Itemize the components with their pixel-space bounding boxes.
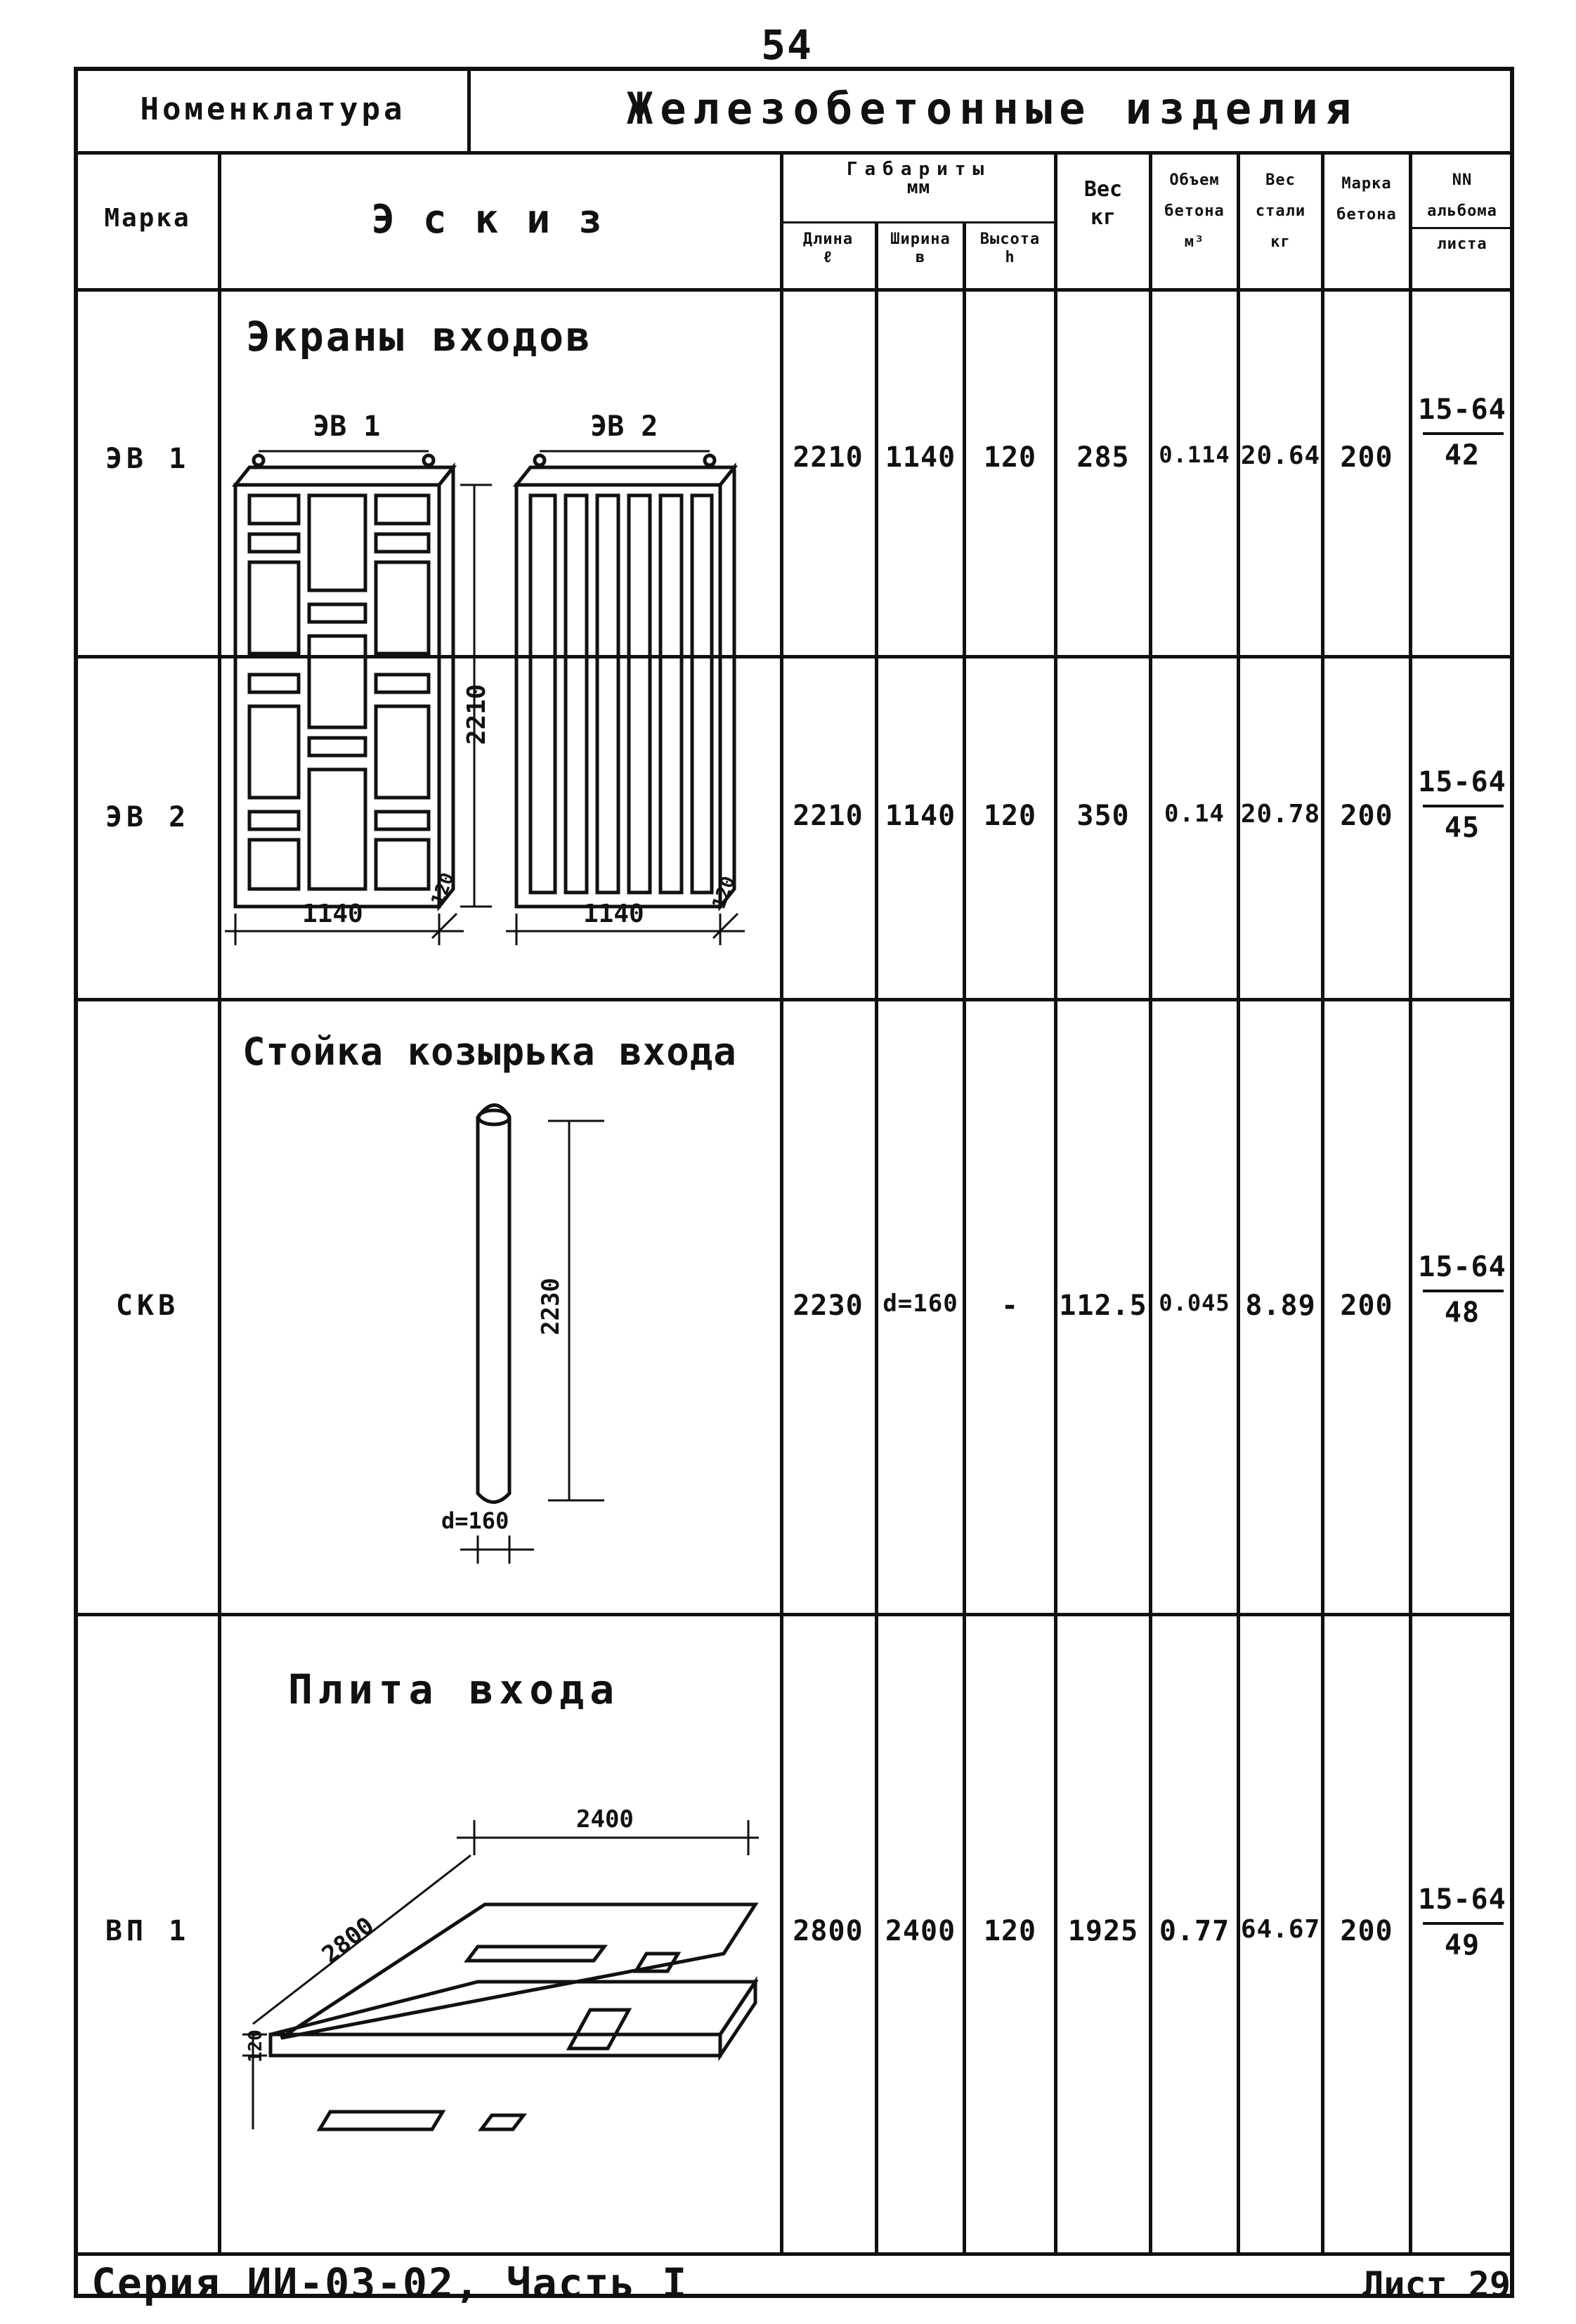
rule-dims-split xyxy=(780,221,1054,223)
width-1140-label-a: 1140 xyxy=(302,900,363,928)
col-steel-weight: Вес стали кг xyxy=(1255,171,1306,251)
eb2-label: ЭВ 2 xyxy=(590,410,658,443)
row3-album: 15-64 xyxy=(1418,1251,1506,1283)
page-number: 54 xyxy=(761,21,813,69)
eb1-panel-drawing xyxy=(231,453,457,912)
row3-height: - xyxy=(1001,1290,1020,1322)
row1-sheet: 42 xyxy=(1444,439,1480,472)
row1-weight: 285 xyxy=(1076,441,1130,474)
post-height-label: 2230 xyxy=(537,1278,565,1335)
eb2-panel-drawing xyxy=(512,453,738,912)
row3-sheet: 48 xyxy=(1444,1297,1480,1329)
rule-v-volume xyxy=(1237,151,1240,2254)
row3-grade: 200 xyxy=(1340,1290,1393,1322)
col-height: Высота h xyxy=(979,231,1041,266)
row4-volume: 0.77 xyxy=(1159,1915,1230,1947)
rule-row1-bottom xyxy=(74,655,1514,658)
slab-width-label: 2400 xyxy=(576,1805,634,1833)
row3-weight: 112.5 xyxy=(1059,1290,1147,1322)
rule-row3-bottom xyxy=(74,1613,1514,1616)
rule-row2-bottom xyxy=(74,998,1514,1001)
rule-v-height xyxy=(1054,151,1057,2254)
row4-grade: 200 xyxy=(1340,1915,1393,1947)
row3-mark: СКВ xyxy=(115,1290,180,1322)
row4-sheet: 49 xyxy=(1444,1929,1480,1961)
table-frame xyxy=(74,67,1514,2298)
row1-length: 2210 xyxy=(793,441,864,474)
row1-height: 120 xyxy=(983,441,1037,474)
row3-volume: 0.045 xyxy=(1159,1290,1230,1316)
series-label: Серия ИИ-03-02, Часть I xyxy=(91,2259,689,2307)
rule-header-bottom xyxy=(74,151,1514,155)
rule-footer-top xyxy=(74,2252,1514,2256)
row2-sheet: 45 xyxy=(1444,812,1480,844)
post-drawing xyxy=(460,1103,604,1564)
width-1140-label-b: 1140 xyxy=(583,900,644,928)
col-concrete-volume: Объем бетона м³ xyxy=(1164,171,1225,251)
row2-steel: 20.78 xyxy=(1240,800,1321,829)
row1-mark: ЭВ 1 xyxy=(105,443,190,475)
row4-album: 15-64 xyxy=(1418,1883,1506,1916)
row4-mark: ВП 1 xyxy=(105,1915,190,1947)
rule-v-width xyxy=(963,221,966,2254)
row3-width: d=160 xyxy=(883,1290,958,1318)
rule-v-weight xyxy=(1149,151,1152,2254)
post-diameter-label: d=160 xyxy=(441,1507,509,1534)
row2-mark: ЭВ 2 xyxy=(105,801,190,833)
row2-height: 120 xyxy=(983,800,1037,832)
col-concrete-grade: Марка бетона xyxy=(1336,175,1397,223)
col-weight: Вес кг xyxy=(1083,177,1123,230)
height-2210-label: 2210 xyxy=(462,684,491,745)
row2-width: 1140 xyxy=(885,800,956,832)
row4-height: 120 xyxy=(983,1915,1037,1947)
col-width: Ширина в xyxy=(890,231,951,266)
row2-weight: 350 xyxy=(1076,800,1130,832)
nomenclature-label: Номенклатура xyxy=(140,91,406,127)
row3-album-divider xyxy=(1423,1290,1504,1292)
row4-album-divider xyxy=(1423,1922,1504,1925)
rule-v-steel xyxy=(1321,151,1324,2254)
sheet-label: Лист 29 xyxy=(1362,2264,1511,2305)
row4-length: 2800 xyxy=(793,1915,864,1947)
rule-v-length xyxy=(875,221,878,2254)
row4-steel: 64.67 xyxy=(1240,1915,1321,1944)
eb1-label: ЭВ 1 xyxy=(313,410,380,443)
slab-thick-label: 120 xyxy=(245,2030,266,2063)
rule-colheader-bottom xyxy=(74,288,1514,292)
rule-v-nomenclature xyxy=(467,67,471,152)
col-length: Длина ℓ xyxy=(802,231,854,266)
screen-dimensions xyxy=(225,450,745,945)
section-title-post: Стойка козырька входа xyxy=(242,1030,737,1074)
row1-steel: 20.64 xyxy=(1240,441,1321,470)
row2-album: 15-64 xyxy=(1418,766,1506,798)
row3-steel: 8.89 xyxy=(1245,1290,1316,1322)
col-album-sheet: NN альбома листа xyxy=(1412,165,1512,260)
rule-v-grade xyxy=(1409,151,1412,2254)
rule-v-mark xyxy=(218,151,221,2254)
row1-width: 1140 xyxy=(885,441,956,474)
row1-album-divider xyxy=(1423,432,1504,435)
row1-grade: 200 xyxy=(1340,441,1393,474)
section-title-screens: Экраны входов xyxy=(246,313,592,361)
row4-weight: 1925 xyxy=(1067,1915,1139,1947)
col-dims-group: Габариты мм xyxy=(846,159,991,198)
col-mark: Марка xyxy=(104,204,191,233)
row2-length: 2210 xyxy=(793,800,864,832)
col-sketch: Эскиз xyxy=(371,197,630,242)
row1-volume: 0.114 xyxy=(1159,441,1230,468)
slab-drawing xyxy=(242,1820,759,2131)
row4-width: 2400 xyxy=(885,1915,956,1947)
row2-volume: 0.14 xyxy=(1164,800,1225,828)
document-title: Железобетонные изделия xyxy=(626,83,1359,134)
row3-length: 2230 xyxy=(793,1290,864,1322)
row2-grade: 200 xyxy=(1340,800,1393,832)
thick-120-label-a: 120 xyxy=(427,870,458,908)
row2-album-divider xyxy=(1423,805,1504,807)
rule-v-sketch xyxy=(780,151,783,2254)
row1-album: 15-64 xyxy=(1418,394,1506,426)
slab-length-label: 2800 xyxy=(317,1911,379,1969)
section-title-slab: Плита входа xyxy=(288,1666,620,1713)
